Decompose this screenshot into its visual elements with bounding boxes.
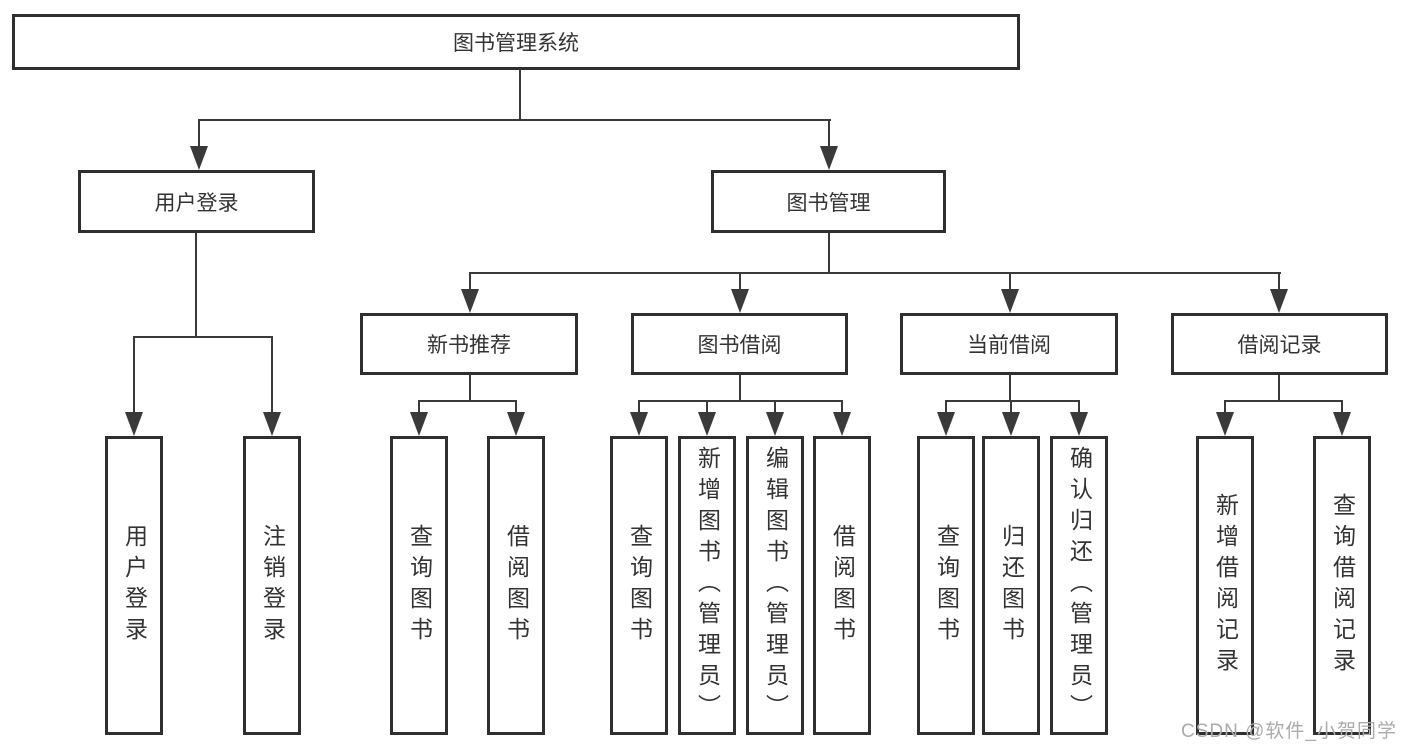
leaf-confirm-return-admin: 确认归还（管理员） [1050,436,1108,735]
leaf-add-books-admin: 新增图书（管理员） [678,436,736,735]
node-library-system: 图书管理系统 [12,14,1020,70]
arrowhead-down-icon [1070,412,1088,436]
connector-line [774,400,776,414]
node-user-login: 用户登录 [78,170,315,233]
leaf-add-borrow-record: 新增借阅记录 [1196,436,1254,735]
leaf-borrow-books-borrowing: 借阅图书 [813,436,871,735]
connector-line [515,400,517,414]
arrowhead-down-icon [507,412,525,436]
node-borrowing-records: 借阅记录 [1171,313,1388,375]
connector-line [1278,375,1280,400]
connector-line [1009,272,1011,291]
arrowhead-down-icon [630,412,648,436]
connector-line [828,119,830,148]
arrowhead-down-icon [937,412,955,436]
node-current-borrowing: 当前借阅 [900,313,1118,375]
connector-line [469,375,471,400]
connector-line [828,233,830,272]
leaf-query-borrow-record: 查询借阅记录 [1313,436,1371,735]
connector-line [945,400,947,414]
connector-line [469,272,471,291]
arrowhead-down-icon [1001,289,1019,313]
arrowhead-down-icon [766,412,784,436]
leaf-query-books-borrowing: 查询图书 [610,436,668,735]
node-book-borrowing: 图书借阅 [631,313,848,375]
connector-line [706,400,708,414]
arrowhead-down-icon [1216,412,1234,436]
connector-line [133,336,135,414]
connector-line [519,70,521,119]
arrowhead-down-icon [698,412,716,436]
connector-line [198,119,831,121]
watermark: CSDN @软件_小贺同学 [1181,721,1397,742]
connector-line [1224,400,1343,402]
leaf-logout: 注销登录 [243,436,301,735]
connector-line [1009,375,1011,400]
leaf-edit-books-admin: 编辑图书（管理员） [746,436,804,735]
arrowhead-down-icon [125,412,143,436]
arrowhead-down-icon [731,289,749,313]
connector-line [638,400,640,414]
arrowhead-down-icon [410,412,428,436]
connector-line [271,336,273,414]
connector-line [1010,400,1012,414]
leaf-query-books-recommend: 查询图书 [390,436,448,735]
connector-line [1341,400,1343,414]
node-book-management: 图书管理 [711,170,946,233]
connector-line [841,400,843,414]
leaf-return-books: 归还图书 [982,436,1040,735]
connector-line [1078,400,1080,414]
connector-line [195,233,197,336]
connector-line [638,400,843,402]
arrowhead-down-icon [263,412,281,436]
arrowhead-down-icon [1270,289,1288,313]
connector-line [739,272,741,291]
leaf-borrow-books-recommend: 借阅图书 [487,436,545,735]
arrowhead-down-icon [1333,412,1351,436]
arrowhead-down-icon [461,289,479,313]
connector-line [418,400,420,414]
arrowhead-down-icon [833,412,851,436]
connector-line [1224,400,1226,414]
connector-line [945,400,1080,402]
connector-line [418,400,517,402]
leaf-user-login: 用户登录 [105,436,163,735]
arrowhead-down-icon [190,146,208,170]
connector-line [739,375,741,400]
connector-line [133,336,273,338]
connector-line [469,272,1281,274]
node-new-book-recommend: 新书推荐 [360,313,578,375]
arrowhead-down-icon [1002,412,1020,436]
connector-line [198,119,200,148]
arrowhead-down-icon [820,146,838,170]
leaf-query-books-current: 查询图书 [917,436,975,735]
connector-line [1278,272,1280,291]
